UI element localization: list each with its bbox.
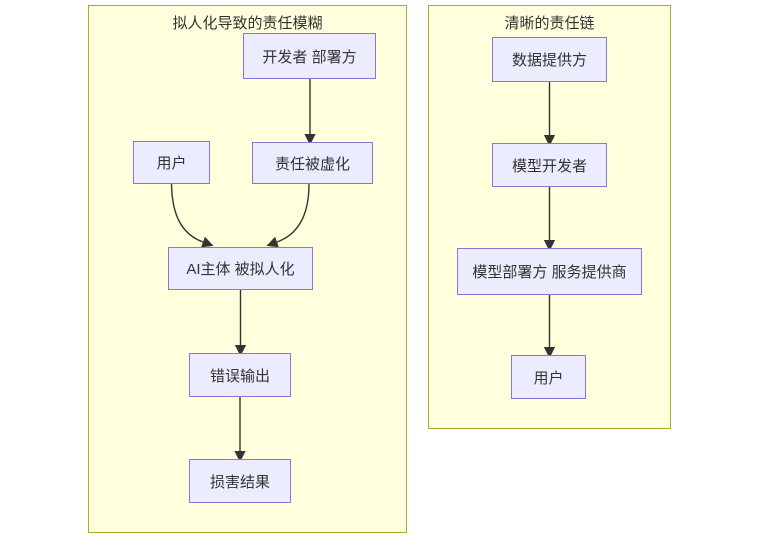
node-ai-anthropomorphized: AI主体 被拟人化: [168, 247, 313, 290]
cluster-title: 拟人化导致的责任模糊: [172, 15, 323, 32]
node-model-deployer-service-provider: 模型部署方 服务提供商: [457, 248, 642, 295]
cluster-title: 清晰的责任链: [504, 15, 595, 32]
node-responsibility-diluted: 责任被虚化: [252, 142, 373, 184]
node-data-provider: 数据提供方: [492, 37, 607, 82]
node-model-developer: 模型开发者: [492, 143, 607, 187]
node-error-output: 错误输出: [189, 353, 291, 397]
node-developer-deployer: 开发者 部署方: [243, 33, 376, 79]
node-user: 用户: [133, 141, 210, 184]
node-harm-result: 损害结果: [189, 459, 291, 503]
node-end-user: 用户: [511, 355, 586, 399]
